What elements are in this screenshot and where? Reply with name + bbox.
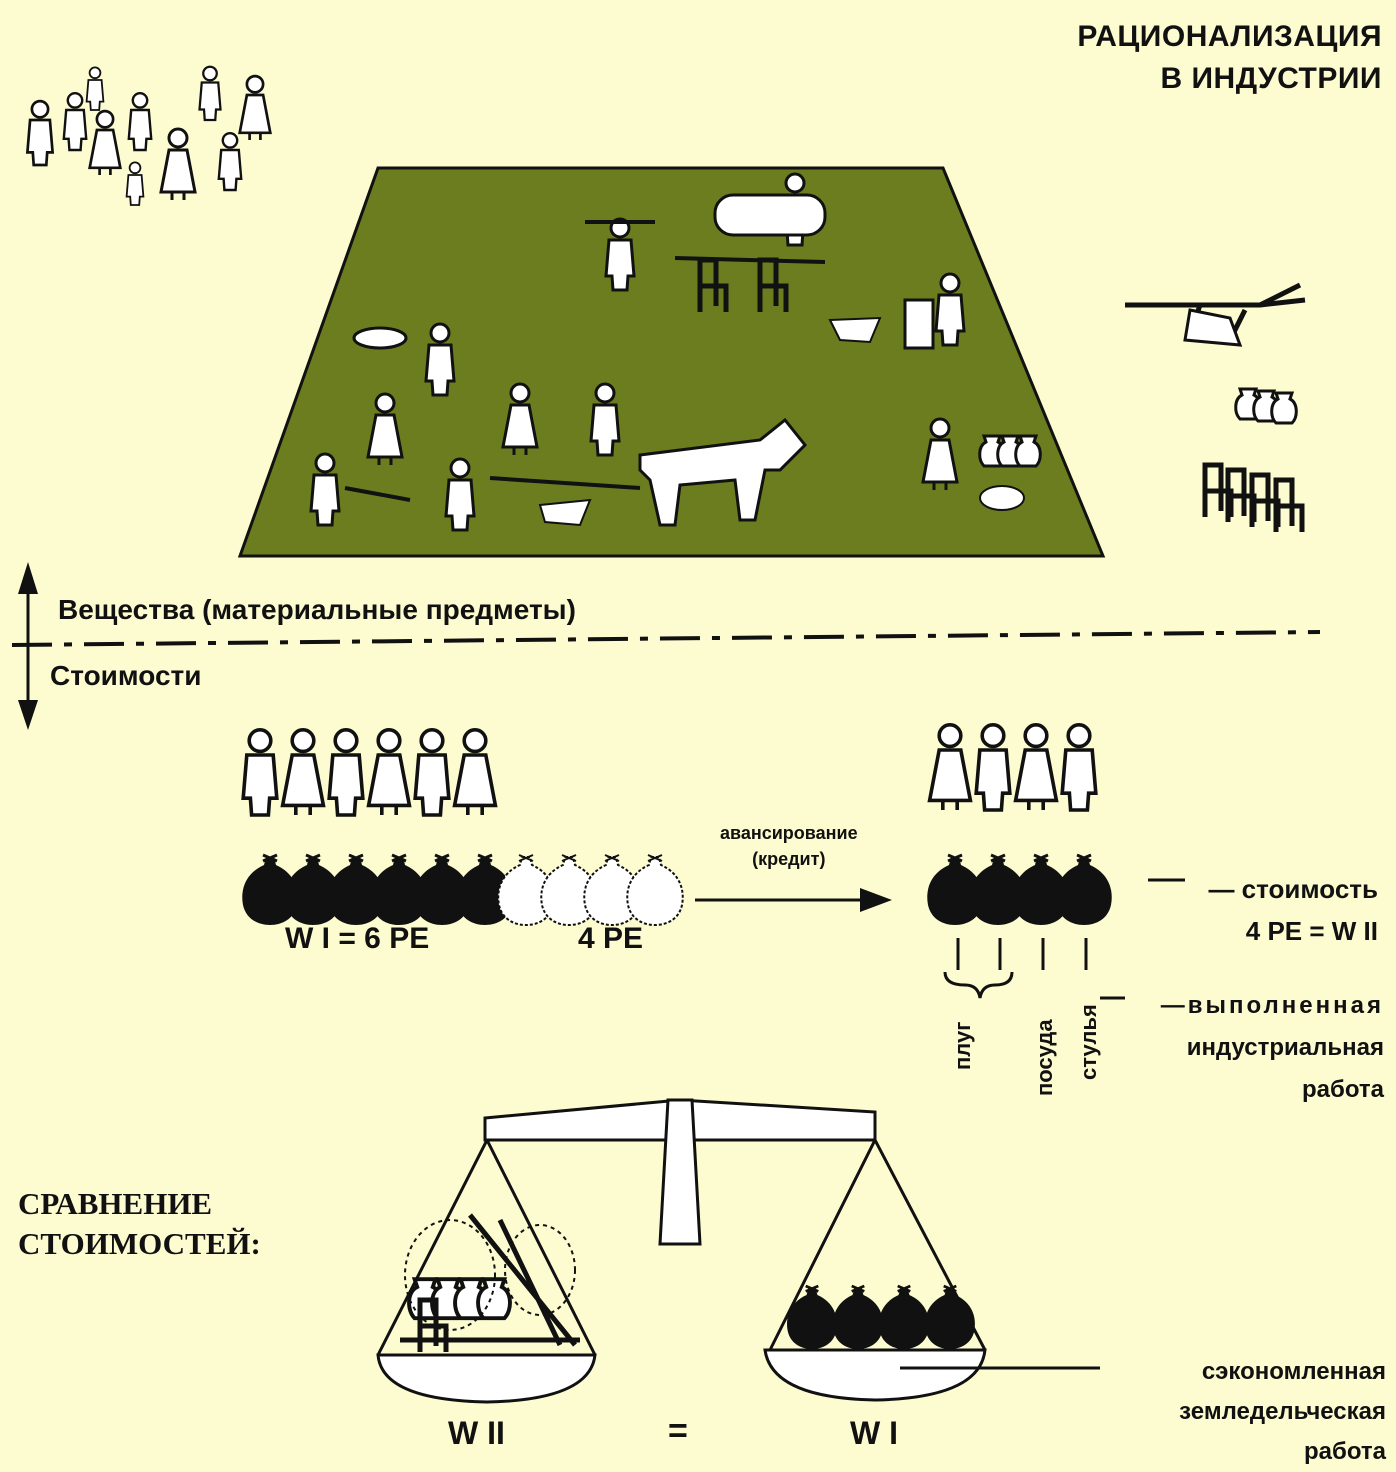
divider-line bbox=[11, 630, 1321, 647]
saved-line3: работа bbox=[1304, 1438, 1386, 1465]
crowd-sketch bbox=[26, 65, 272, 206]
title-line1: РАЦИОНАЛИЗАЦИЯ bbox=[1077, 20, 1382, 53]
pottery-icon bbox=[1234, 387, 1298, 425]
plow-icon bbox=[1125, 282, 1306, 347]
compare-line1: СРАВНЕНИЕ bbox=[18, 1186, 213, 1221]
item-label-plow: плуг bbox=[950, 1021, 975, 1070]
left-workers-row bbox=[241, 727, 498, 817]
item-label-pottery: посуда bbox=[1032, 1019, 1057, 1096]
left-pan-goods bbox=[400, 1213, 580, 1352]
label-wi-6pe: W I = 6 PE bbox=[285, 922, 430, 955]
right-workers-row bbox=[927, 722, 1098, 812]
credit-arrow bbox=[695, 888, 892, 912]
value-label: — стоимость 4 PE = W II bbox=[1208, 868, 1378, 952]
work-line3: работа bbox=[1302, 1076, 1384, 1103]
comparison-heading: СРАВНЕНИЕ СТОИМОСТЕЙ: bbox=[18, 1184, 261, 1264]
item-ticks bbox=[943, 938, 1125, 1000]
right-bags-row bbox=[925, 853, 1114, 927]
saved-work-label: сэкономленная земледельческая работа bbox=[1179, 1352, 1386, 1472]
chairs-icon bbox=[1205, 465, 1302, 532]
right-pan-bags bbox=[785, 1284, 977, 1351]
item-label-chairs: стулья bbox=[1076, 1004, 1101, 1080]
value-line1: — стоимость bbox=[1208, 874, 1378, 904]
field-workers bbox=[309, 172, 1042, 532]
credit-label: авансирование (кредит) bbox=[720, 820, 858, 872]
diagram-title: РАЦИОНАЛИЗАЦИЯ В ИНДУСТРИИ bbox=[1077, 16, 1382, 100]
balance-scale bbox=[376, 1098, 1100, 1404]
credit-line1: авансирование bbox=[720, 823, 858, 843]
saved-line2: земледельческая bbox=[1179, 1398, 1386, 1425]
ox-icon bbox=[638, 417, 808, 527]
industrial-work-label: —выполненная индустриальная работа bbox=[1161, 985, 1384, 1111]
value-line2: 4 PE = W II bbox=[1245, 916, 1378, 946]
title-line2: В ИНДУСТРИИ bbox=[1160, 62, 1382, 95]
work-line1: —выполненная bbox=[1160, 992, 1384, 1019]
saved-line1: сэкономленная bbox=[1201, 1358, 1386, 1385]
label-4pe: 4 PE bbox=[578, 922, 644, 955]
work-line2: индустриальная bbox=[1186, 1034, 1384, 1061]
balance-right-label: W I bbox=[850, 1415, 898, 1451]
balance-equals: = bbox=[668, 1412, 688, 1450]
left-bags-row bbox=[240, 853, 684, 927]
balance-left-label: W II bbox=[448, 1415, 505, 1451]
credit-line2: (кредит) bbox=[752, 849, 826, 869]
axis-label-values: Стоимости bbox=[50, 660, 202, 691]
compare-line2: СТОИМОСТЕЙ: bbox=[18, 1226, 261, 1261]
axis-label-substances: Вещества (материальные предметы) bbox=[58, 594, 576, 625]
